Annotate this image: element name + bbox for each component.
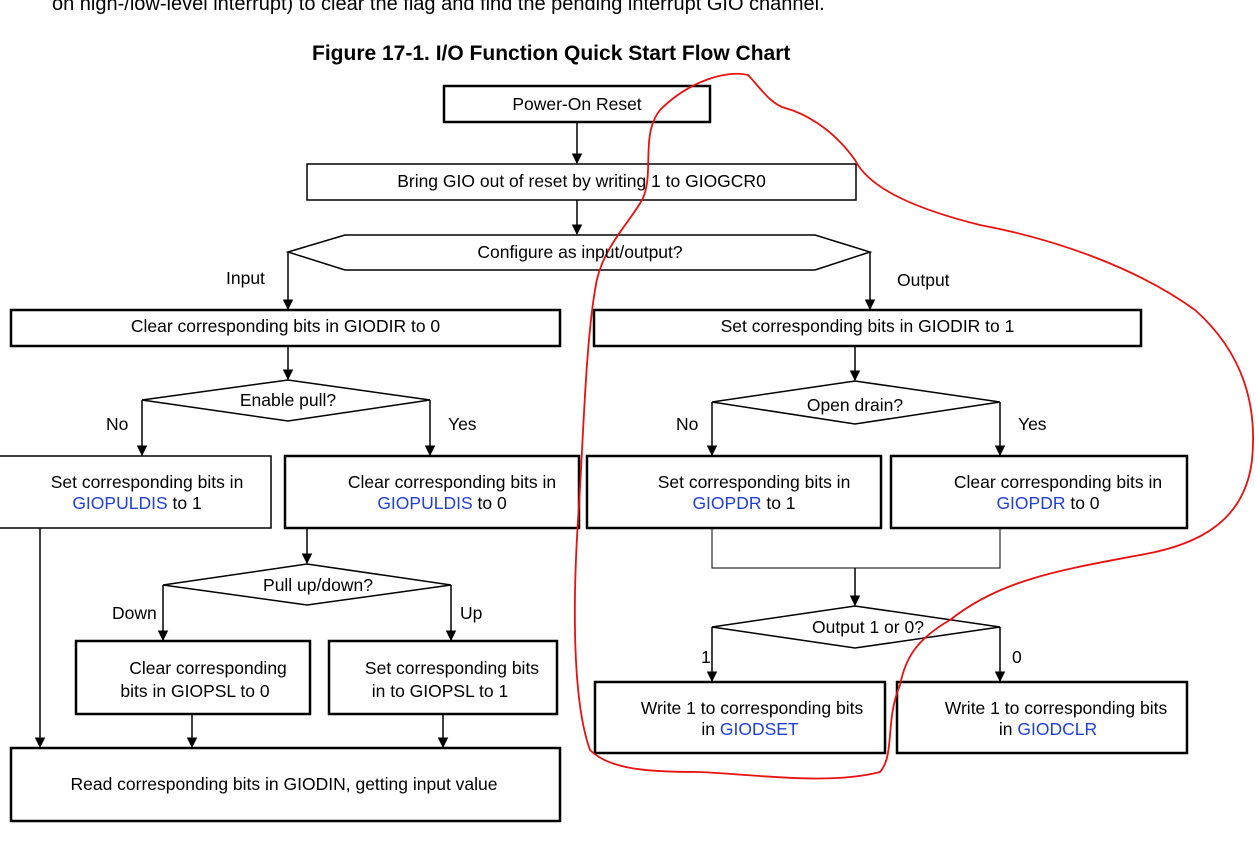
top-text: on high-/low-level interrupt) to clear t… [52, 0, 825, 15]
input-branch-label: Input [226, 268, 265, 288]
register-name: GIOPULDIS [377, 493, 473, 513]
bit-value: to 1 [167, 493, 202, 513]
figure-title: Figure 17-1. I/O Function Quick Start Fl… [312, 42, 791, 65]
set-giopdr-line2: GIOPDR to 1 [604, 493, 884, 513]
drain-no-label: No [676, 414, 699, 434]
read-giodin-box [9, 746, 562, 823]
set-giopsl-line2: in to GIOPSL to 1 [371, 681, 509, 701]
output-zero-label: 0 [1012, 647, 1022, 667]
bit-value: to 1 [761, 493, 796, 513]
set-giodir-text: Set corresponding bits in GIODIR to 1 [720, 316, 1015, 336]
clear-giopuldis-box [283, 454, 581, 530]
bit-value: to 0 [1065, 493, 1100, 513]
write-giodclr-line2: in GIODCLR [898, 719, 1198, 739]
clear-giopsl-box [74, 639, 312, 716]
register-name: GIODSET [719, 719, 799, 739]
write-giodset-line1: Write 1 to corresponding bits [640, 698, 864, 718]
bring-out-of-reset-text: Bring GIO out of reset by writing 1 to G… [397, 171, 766, 191]
set-giodir-box [592, 308, 1143, 348]
register-name: GIODCLR [1017, 719, 1098, 739]
down-label: Down [112, 603, 157, 623]
flow-connectors [34, 122, 1006, 749]
set-giopsl-line1: Set corresponding bits [364, 658, 540, 678]
register-name: GIOPDR [996, 493, 1066, 513]
set-giopdr-box [585, 454, 883, 530]
clear-giopuldis-line2: GIOPULDIS to 0 [302, 493, 582, 513]
enable-pull-text: Enable pull? [239, 390, 337, 410]
write-giodclr-line1: Write 1 to corresponding bits [944, 698, 1168, 718]
clear-giopsl-line1: Clear corresponding [129, 658, 287, 678]
set-giopuldis-box [0, 455, 272, 529]
write-giodset-box [593, 680, 887, 755]
up-label: Up [460, 603, 483, 623]
write-giodclr-box [895, 680, 1189, 755]
open-drain-text: Open drain? [806, 395, 904, 415]
write-giodset-line2: in GIODSET [600, 719, 900, 739]
bit-value: to 0 [472, 493, 507, 513]
clear-giopdr-box [889, 454, 1189, 530]
bring-out-of-reset-box [306, 163, 857, 201]
output-branch-label: Output [897, 270, 950, 290]
output-one-label: 1 [701, 647, 711, 667]
red-annotation-loop [573, 72, 1254, 780]
register-name: GIOPDR [692, 493, 762, 513]
pull-yes-label: Yes [448, 414, 477, 434]
register-prefix: in [998, 719, 1018, 739]
pull-no-label: No [106, 414, 129, 434]
clear-giodir-text: Clear corresponding bits in GIODIR to 0 [130, 316, 441, 336]
pull-updown-text: Pull up/down? [263, 575, 373, 595]
set-giopuldis-line2: GIOPULDIS to 1 [0, 493, 277, 513]
set-giopsl-box [327, 639, 559, 716]
clear-giopdr-line1: Clear corresponding bits in [953, 472, 1163, 492]
set-giopuldis-line1: Set corresponding bits in [50, 472, 244, 492]
set-giopdr-line1: Set corresponding bits in [657, 472, 851, 492]
output-1-or-0-text: Output 1 or 0? [812, 617, 924, 637]
clear-giopuldis-line1: Clear corresponding bits in [347, 472, 557, 492]
clear-giopdr-line2: GIOPDR to 0 [908, 493, 1188, 513]
configure-io-text: Configure as input/output? [477, 242, 683, 262]
drain-yes-label: Yes [1018, 414, 1047, 434]
power-on-reset-text: Power-On Reset [512, 94, 642, 114]
clear-giopsl-line2: bits in GIOPSL to 0 [120, 681, 270, 701]
register-prefix: in [701, 719, 720, 739]
register-name: GIOPULDIS [72, 493, 168, 513]
read-giodin-text: Read corresponding bits in GIODIN, getti… [70, 774, 498, 794]
